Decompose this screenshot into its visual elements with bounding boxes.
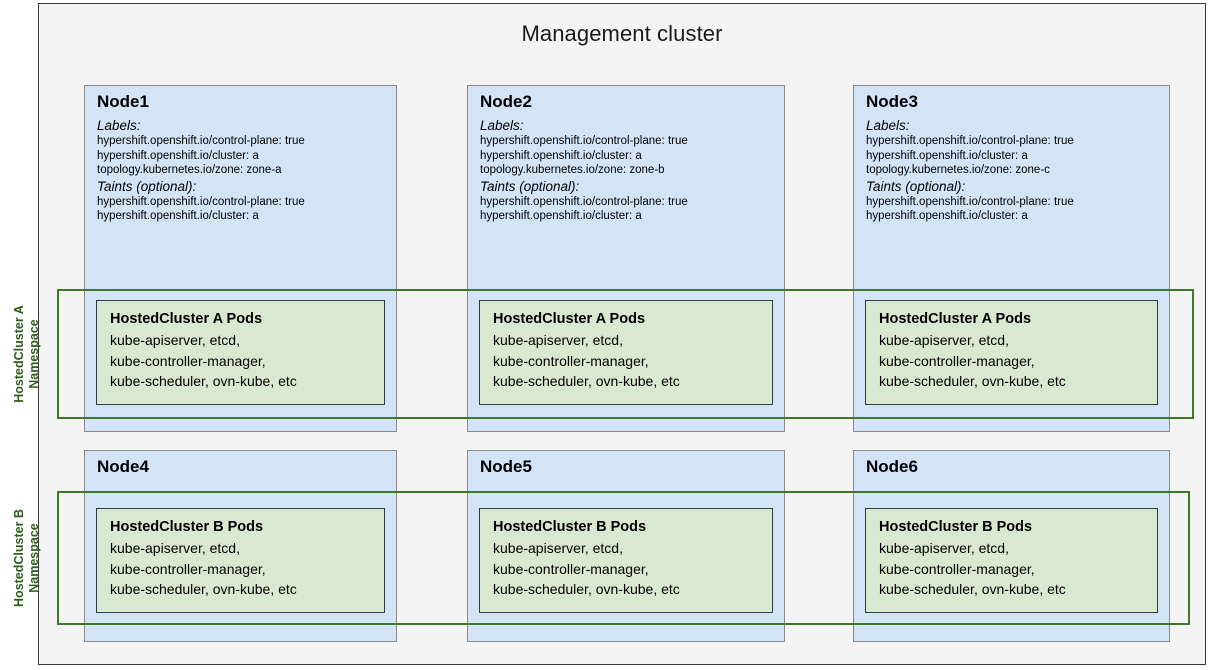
pod-component-line: kube-apiserver, etcd,	[879, 332, 1009, 348]
taints-heading: Taints (optional):	[97, 178, 197, 194]
taints-heading: Taints (optional):	[480, 178, 580, 194]
label-line: topology.kubernetes.io/zone: zone-b	[480, 164, 665, 177]
taints-heading: Taints (optional):	[866, 178, 966, 194]
label-line: hypershift.openshift.io/control-plane: t…	[97, 135, 305, 147]
pod-component-line: kube-scheduler, ovn-kube, etc	[110, 581, 297, 597]
node-title: Node5	[480, 457, 532, 476]
labels-heading: Labels:	[97, 118, 141, 133]
pod-box-title: HostedCluster A Pods	[110, 311, 263, 327]
pod-component-line: kube-scheduler, ovn-kube, etc	[879, 373, 1066, 389]
pod-box-components: kube-apiserver, etcd, kube-controller-ma…	[879, 330, 1066, 392]
pod-component-line: kube-apiserver, etcd,	[110, 332, 240, 348]
pod-box-components: kube-apiserver, etcd, kube-controller-ma…	[879, 538, 1066, 600]
pod-component-line: kube-controller-manager,	[493, 352, 649, 369]
namespace-caption-line1: HostedCluster B	[12, 509, 26, 607]
pod-component-line: kube-controller-manager,	[493, 560, 649, 577]
namespace-caption-hostedcluster-a: HostedCluster A Namespace	[12, 274, 42, 434]
label-line: hypershift.openshift.io/cluster: a	[97, 149, 259, 162]
pod-box-title: HostedCluster A Pods	[493, 311, 646, 327]
label-line: hypershift.openshift.io/control-plane: t…	[866, 135, 1074, 147]
pod-box-components: kube-apiserver, etcd, kube-controller-ma…	[110, 330, 297, 392]
label-line: topology.kubernetes.io/zone: zone-a	[97, 164, 282, 177]
taint-line: hypershift.openshift.io/cluster: a	[480, 210, 642, 223]
taint-line: hypershift.openshift.io/control-plane: t…	[97, 195, 305, 208]
pod-box-hostedcluster-a-node3[interactable]: HostedCluster A Pods kube-apiserver, etc…	[865, 300, 1158, 405]
page-title: Management cluster	[521, 21, 723, 46]
namespace-caption-line2: Namespace	[27, 523, 41, 593]
pod-box-hostedcluster-a-node2[interactable]: HostedCluster A Pods kube-apiserver, etc…	[479, 300, 773, 405]
namespace-caption-line2: Namespace	[27, 319, 41, 389]
pod-box-hostedcluster-b-node4[interactable]: HostedCluster B Pods kube-apiserver, etc…	[96, 508, 385, 613]
node-metadata: Labels: hypershift.openshift.io/control-…	[480, 117, 776, 224]
node-title: Node2	[480, 92, 532, 111]
pod-box-title: HostedCluster B Pods	[110, 519, 264, 535]
pod-component-line: kube-controller-manager,	[110, 352, 266, 369]
pod-box-hostedcluster-b-node5[interactable]: HostedCluster B Pods kube-apiserver, etc…	[479, 508, 773, 613]
pod-component-line: kube-scheduler, ovn-kube, etc	[493, 373, 680, 389]
pod-box-components: kube-apiserver, etcd, kube-controller-ma…	[110, 538, 297, 600]
pod-component-line: kube-apiserver, etcd,	[493, 540, 623, 556]
pod-component-line: kube-apiserver, etcd,	[879, 540, 1009, 556]
labels-heading: Labels:	[480, 118, 524, 133]
taint-line: hypershift.openshift.io/cluster: a	[97, 210, 259, 223]
taint-line: hypershift.openshift.io/cluster: a	[866, 210, 1028, 223]
label-line: topology.kubernetes.io/zone: zone-c	[866, 164, 1050, 177]
pod-component-line: kube-scheduler, ovn-kube, etc	[879, 581, 1066, 597]
pod-component-line: kube-scheduler, ovn-kube, etc	[110, 373, 297, 389]
label-line: hypershift.openshift.io/cluster: a	[866, 149, 1028, 162]
node-metadata: Labels: hypershift.openshift.io/control-…	[97, 117, 388, 224]
pod-box-title: HostedCluster B Pods	[879, 519, 1033, 535]
label-line: hypershift.openshift.io/control-plane: t…	[480, 135, 688, 147]
taint-line: hypershift.openshift.io/control-plane: t…	[866, 195, 1074, 208]
node-title: Node4	[97, 457, 149, 476]
node-title: Node3	[866, 92, 918, 111]
taint-line: hypershift.openshift.io/control-plane: t…	[480, 195, 688, 208]
namespace-caption-hostedcluster-b: HostedCluster B Namespace	[12, 478, 42, 638]
pod-component-line: kube-apiserver, etcd,	[493, 332, 623, 348]
pod-box-title: HostedCluster A Pods	[879, 311, 1032, 327]
pod-box-hostedcluster-b-node6[interactable]: HostedCluster B Pods kube-apiserver, etc…	[865, 508, 1158, 613]
pod-box-title: HostedCluster B Pods	[493, 519, 647, 535]
node-metadata: Labels: hypershift.openshift.io/control-…	[866, 117, 1161, 224]
pod-box-components: kube-apiserver, etcd, kube-controller-ma…	[493, 538, 680, 600]
pod-component-line: kube-apiserver, etcd,	[110, 540, 240, 556]
label-line: hypershift.openshift.io/cluster: a	[480, 149, 642, 162]
pod-component-line: kube-controller-manager,	[879, 560, 1035, 577]
pod-component-line: kube-controller-manager,	[110, 560, 266, 577]
pod-box-components: kube-apiserver, etcd, kube-controller-ma…	[493, 330, 680, 392]
labels-heading: Labels:	[866, 118, 910, 133]
pod-component-line: kube-scheduler, ovn-kube, etc	[493, 581, 680, 597]
node-title: Node1	[97, 92, 149, 111]
pod-box-hostedcluster-a-node1[interactable]: HostedCluster A Pods kube-apiserver, etc…	[96, 300, 385, 405]
node-title: Node6	[866, 457, 918, 476]
namespace-caption-line1: HostedCluster A	[12, 305, 26, 403]
pod-component-line: kube-controller-manager,	[879, 352, 1035, 369]
